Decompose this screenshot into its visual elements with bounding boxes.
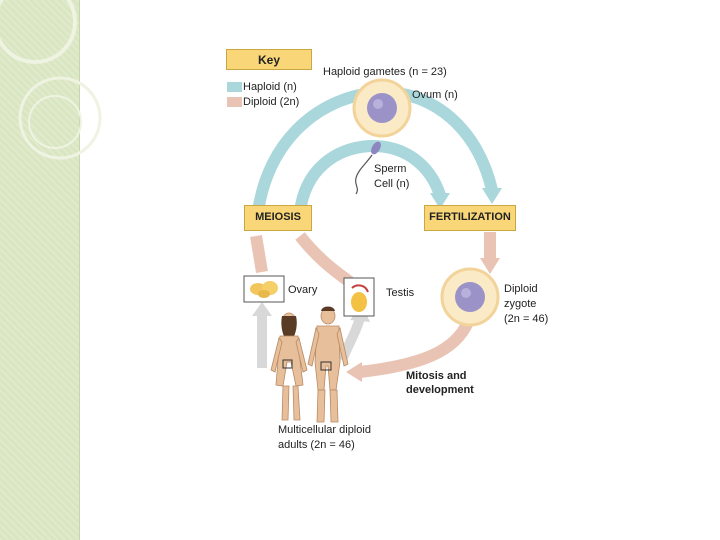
zygote-label-line2: zygote xyxy=(504,298,537,310)
mitosis-arrow xyxy=(359,319,474,378)
haploid-gametes-label: Haploid gametes (n = 23) xyxy=(323,66,447,78)
key-title: Key xyxy=(226,49,312,70)
zygote-cell xyxy=(440,267,500,327)
outer-haploid-arrowhead xyxy=(482,188,502,204)
haploid-swatch xyxy=(227,82,242,92)
female-figure xyxy=(270,312,308,421)
testis-image xyxy=(343,277,375,317)
testis-label: Testis xyxy=(386,287,415,299)
sperm-cell xyxy=(354,141,381,195)
zygote-label-line1: Diploid xyxy=(504,283,538,295)
inner-haploid-arrow xyxy=(294,139,446,213)
adults-label-line2: adults (2n = 46) xyxy=(278,439,355,451)
diploid-swatch xyxy=(227,97,242,107)
decor-circle xyxy=(18,76,102,160)
inner-haploid-arrowhead xyxy=(430,193,450,209)
meiosis-arrow-left xyxy=(250,235,268,273)
mitosis-arrowhead xyxy=(346,362,362,382)
fertilization-arrowhead xyxy=(480,258,500,274)
ovary-image xyxy=(243,275,285,303)
key-haploid-label: Haploid (n) xyxy=(243,81,297,93)
meiosis-label: MEIOSIS xyxy=(244,205,312,231)
mitosis-label-line1: Mitosis and xyxy=(406,370,467,382)
fertilization-label: FERTILIZATION xyxy=(424,205,516,231)
sperm-label-line2: Cell (n) xyxy=(374,178,410,190)
ovary-label: Ovary xyxy=(288,284,318,296)
decor-circle xyxy=(28,95,82,149)
ovum-cell xyxy=(352,78,412,138)
meiosis-arrow-right xyxy=(295,232,354,287)
decorative-sidebar xyxy=(0,0,79,540)
zygote-label-line3: (2n = 46) xyxy=(504,313,549,325)
sidebar-divider xyxy=(79,0,80,540)
mitosis-label-line2: development xyxy=(406,384,474,396)
key-diploid-label: Diploid (2n) xyxy=(243,96,300,108)
decor-circle xyxy=(0,0,77,64)
male-figure xyxy=(307,306,349,423)
ovum-label: Ovum (n) xyxy=(412,89,458,101)
adults-label-line1: Multicellular diploid xyxy=(278,424,371,436)
sperm-label-line1: Sperm xyxy=(374,163,407,175)
gray-arrowhead-left xyxy=(252,302,272,316)
